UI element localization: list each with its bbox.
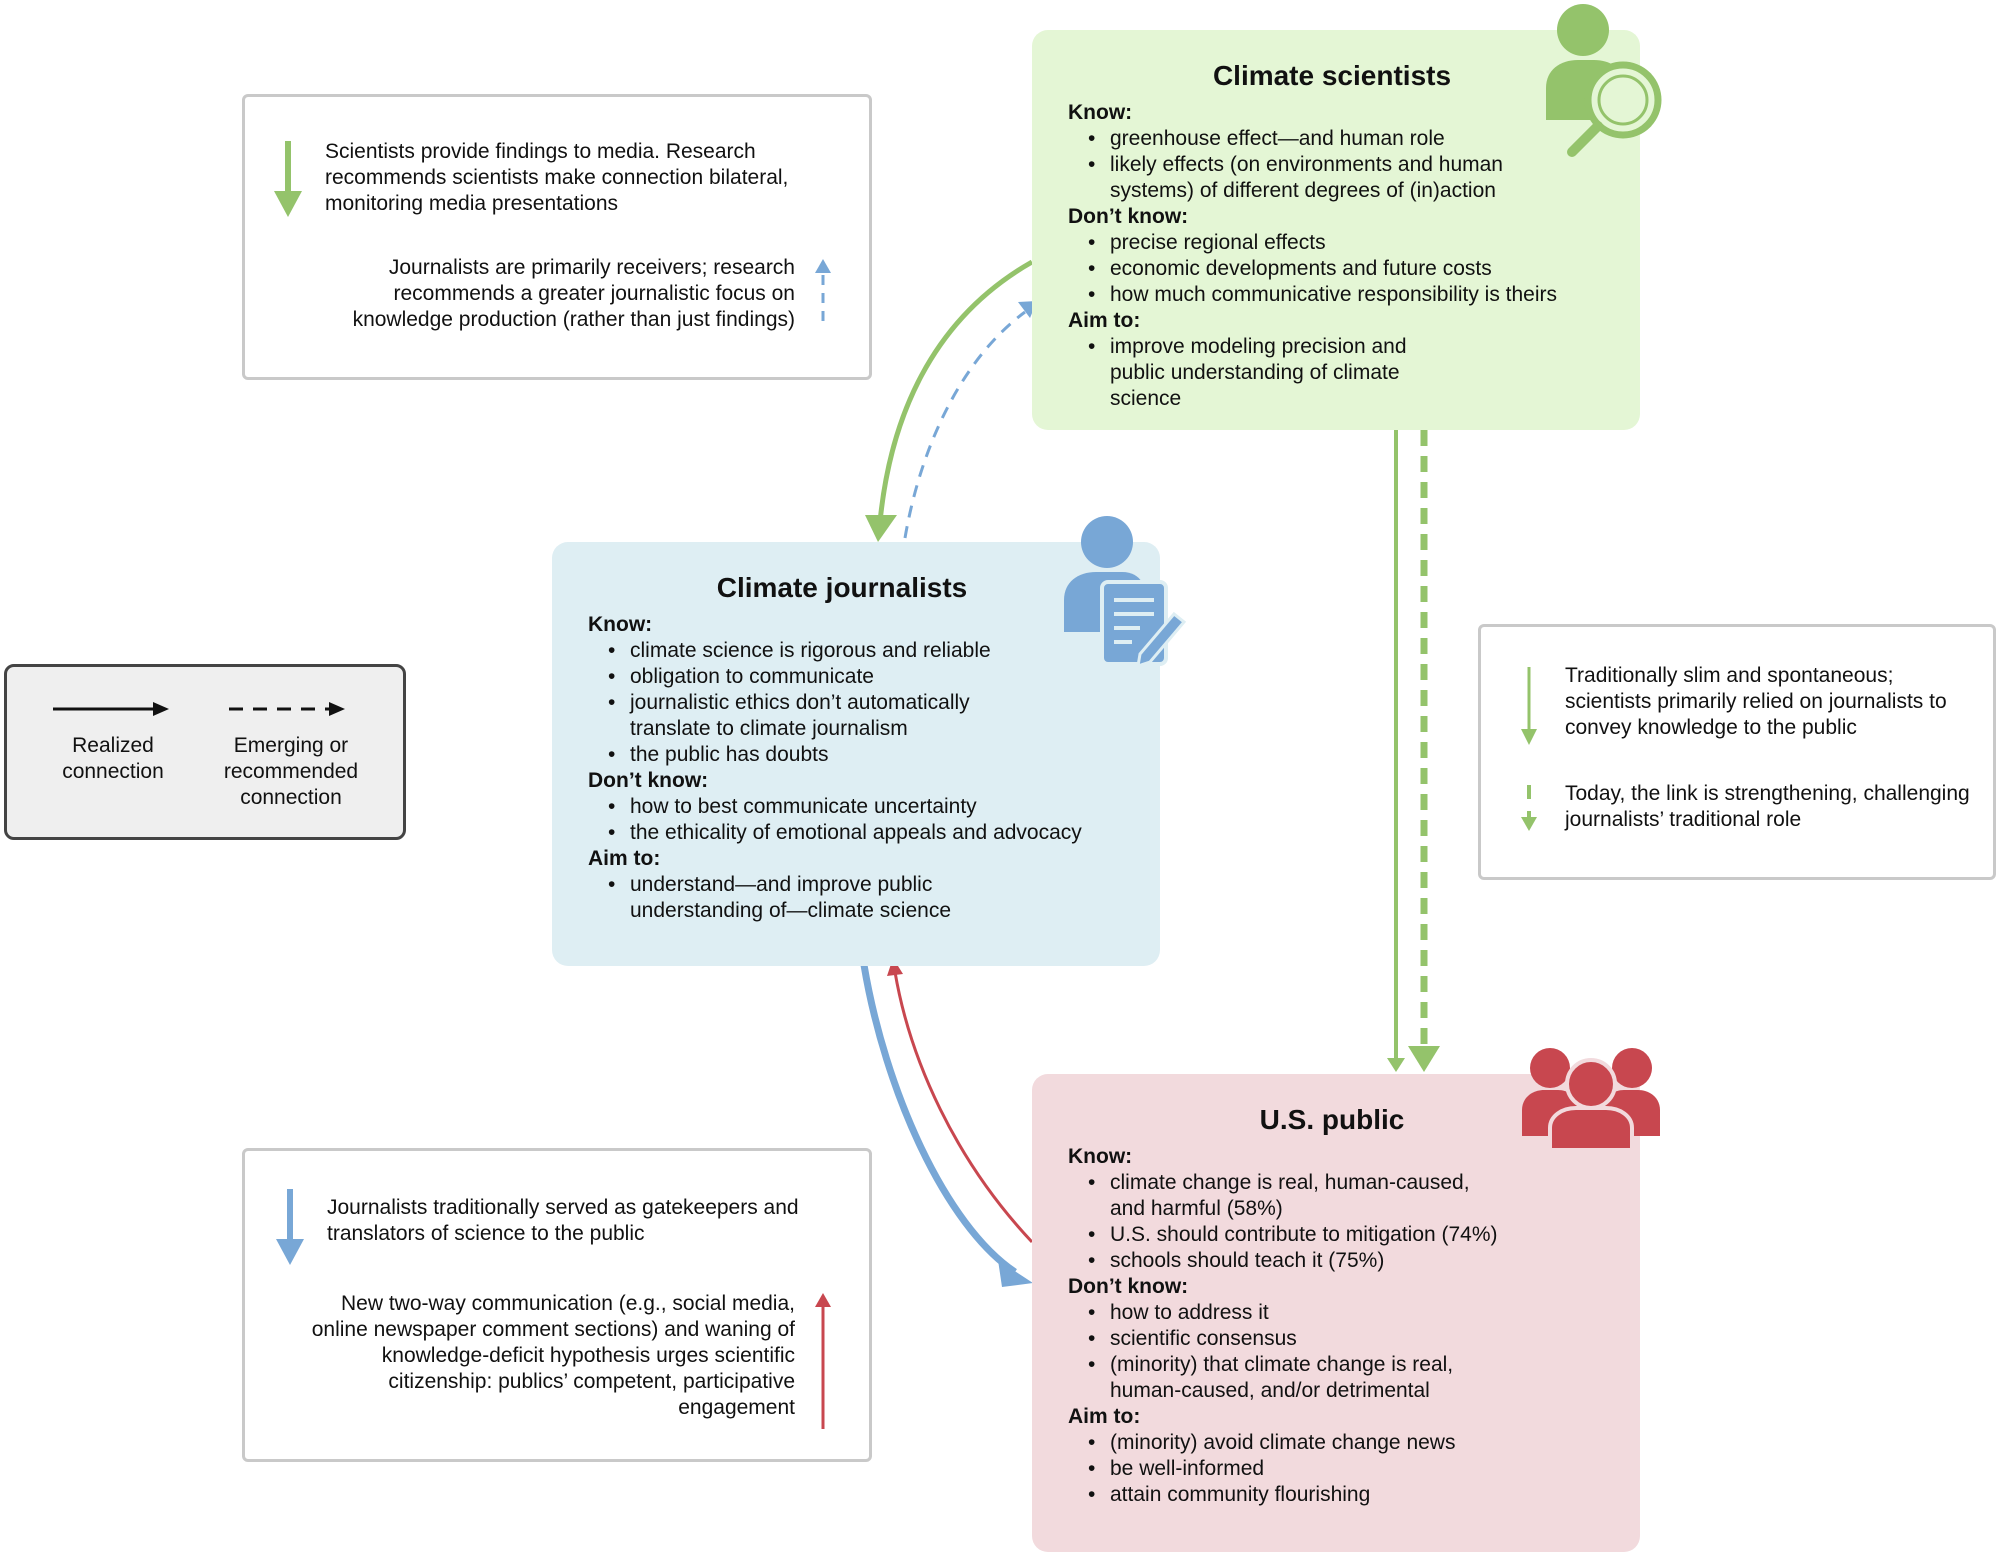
journalist-writing-icon (1064, 516, 1187, 669)
arrowhead-scientists-to-public-dashed (1408, 1046, 1440, 1072)
list-item: schools should teach it (75%) (1088, 1248, 1616, 1274)
list-item: U.S. should contribute to mitigation (74… (1088, 1222, 1616, 1248)
note-scientists-public-dashed-text: Today, the link is strengthening, challe… (1565, 782, 1970, 831)
scientists-box: Climate scientists Know: greenhouse effe… (1032, 30, 1640, 430)
note-scientists-journalists: Scientists provide findings to media. Re… (242, 94, 872, 380)
list-item: how to address it (1088, 1300, 1616, 1326)
list-item: the ethicality of emotional appeals and … (608, 820, 1136, 846)
scientists-dont-know-label: Don’t know: (1068, 205, 1189, 228)
solid-green-arrow-icon (1521, 667, 1537, 745)
note-journalists-public-up-text: New two-way communication (e.g., social … (311, 1292, 795, 1419)
scientist-magnifier-icon (1546, 4, 1662, 157)
solid-blue-arrow-icon (276, 1189, 304, 1265)
list-item: scientific consensus (1088, 1326, 1616, 1352)
list-item: be well-informed (1088, 1456, 1616, 1482)
list-item: precise regional effects (1088, 230, 1616, 256)
arrowhead-scientists-to-public-solid (1387, 1058, 1405, 1072)
dashed-blue-arrow-up-icon (815, 259, 831, 329)
arrowhead-journalists-to-public (998, 1260, 1033, 1287)
public-dont-know-list: how to address it scientific consensus (… (1068, 1300, 1616, 1404)
journalists-box: Climate journalists Know: climate scienc… (552, 542, 1160, 966)
list-item: (minority) that climate change is real, … (1088, 1352, 1616, 1404)
legend-realized-label: Realized connection (62, 734, 164, 783)
legend-emerging-label: Emerging or recommended connection (223, 734, 359, 809)
scientists-dont-know-list: precise regional effects economic develo… (1068, 230, 1616, 308)
list-item: climate science is rigorous and reliable (608, 638, 1136, 664)
note-scientists-public: Traditionally slim and spontaneous; scie… (1478, 624, 1996, 880)
scientists-aim-list: improve modeling precision and public un… (1068, 334, 1616, 412)
note-scientists-public-solid-text: Traditionally slim and spontaneous; scie… (1565, 664, 1947, 739)
note-journalists-public-down-text: Journalists traditionally served as gate… (327, 1196, 799, 1245)
list-item: greenhouse effect—and human role (1088, 126, 1616, 152)
list-item: how to best communicate uncertainty (608, 794, 1136, 820)
list-item: understand—and improve public understand… (608, 872, 1136, 924)
list-item: how much communicative responsibility is… (1088, 282, 1616, 308)
arrow-public-to-journalists (893, 971, 1034, 1244)
arrowhead-public-to-journalists (887, 958, 903, 976)
legend-solid-arrow-icon (53, 702, 169, 716)
public-know-list: climate change is real, human-caused, an… (1068, 1170, 1616, 1274)
legend: Realized connection Emerging or recommen… (4, 664, 406, 840)
public-dont-know-label: Don’t know: (1068, 1275, 1189, 1298)
group-people-icon (1522, 1048, 1660, 1152)
public-aim-label: Aim to: (1068, 1405, 1141, 1428)
note-journalists-public: Journalists traditionally served as gate… (242, 1148, 872, 1462)
list-item: (minority) avoid climate change news (1088, 1430, 1616, 1456)
solid-green-arrow-icon (274, 141, 302, 217)
scientists-know-label: Know: (1068, 101, 1133, 124)
journalists-know-label: Know: (588, 613, 653, 636)
scientists-know-list: greenhouse effect—and human role likely … (1068, 126, 1616, 204)
scientists-title: Climate scientists (1212, 60, 1452, 91)
scientists-aim-label: Aim to: (1068, 309, 1141, 332)
legend-dashed-arrow-icon (229, 702, 345, 716)
journalists-title: Climate journalists (716, 572, 968, 603)
arrow-scientists-to-journalists (877, 259, 1034, 523)
list-item: improve modeling precision and public un… (1088, 334, 1616, 412)
list-item: attain community flourishing (1088, 1482, 1616, 1508)
list-item: obligation to communicate (608, 664, 1136, 690)
journalists-dont-know-label: Don’t know: (588, 769, 709, 792)
list-item: likely effects (on environments and huma… (1088, 152, 1616, 204)
journalists-aim-list: understand—and improve public understand… (588, 872, 1136, 924)
arrow-journalists-to-scientists (903, 310, 1026, 539)
list-item: the public has doubts (608, 742, 1136, 768)
arrow-journalists-to-public (860, 964, 1017, 1275)
solid-red-arrow-up-icon (815, 1293, 831, 1429)
note-scientists-journalists-solid-text: Scientists provide findings to media. Re… (325, 140, 789, 215)
note-scientists-journalists-dashed-text: Journalists are primarily receivers; res… (352, 256, 795, 331)
dashed-green-arrow-icon (1521, 785, 1537, 831)
journalists-dont-know-list: how to best communicate uncertainty the … (588, 794, 1136, 846)
list-item: climate change is real, human-caused, an… (1088, 1170, 1616, 1222)
public-know-label: Know: (1068, 1145, 1133, 1168)
public-box: U.S. public Know: climate change is real… (1032, 1074, 1640, 1552)
arrowhead-scientists-to-journalists (865, 515, 897, 542)
public-aim-list: (minority) avoid climate change news be … (1068, 1430, 1616, 1508)
list-item: journalistic ethics don’t automatically … (608, 690, 1136, 742)
journalists-know-list: climate science is rigorous and reliable… (588, 638, 1136, 768)
journalists-aim-label: Aim to: (588, 847, 661, 870)
list-item: economic developments and future costs (1088, 256, 1616, 282)
public-title: U.S. public (1259, 1104, 1405, 1135)
